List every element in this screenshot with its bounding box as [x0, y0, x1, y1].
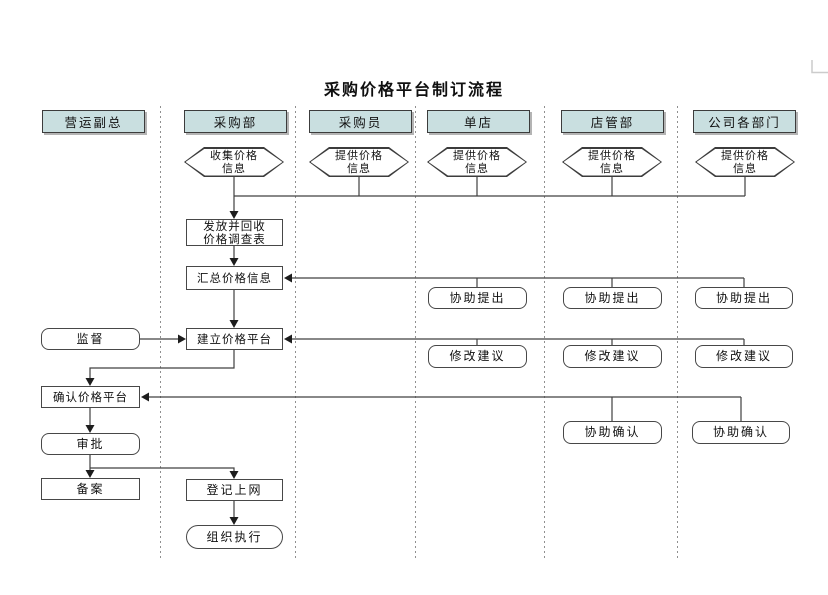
node-summarize-price-info: 汇总价格信息: [186, 266, 283, 290]
hexagon-shape: [696, 148, 794, 176]
hexagon-shape: [185, 148, 283, 176]
page-title: 采购价格平台制订流程: [323, 80, 504, 99]
hexagon-label: 提供价格 信息: [588, 149, 636, 175]
lane-header-store-mgmt-dept: 店管部: [561, 110, 664, 133]
hexagon-label: 提供价格 信息: [721, 149, 769, 175]
node-register-online: 登记上网: [186, 479, 283, 501]
lane-header-operations-vp: 营运副总: [42, 110, 145, 133]
node-revise-suggest-store-mgmt: 修改建议: [563, 345, 662, 368]
hexagon-label: 提供价格 信息: [453, 149, 501, 175]
page-corner-mark: [811, 60, 828, 74]
hexagon-shape: [563, 148, 661, 176]
node-revise-suggest-single-store: 修改建议: [428, 345, 527, 368]
lane-header-single-store: 单店: [427, 110, 530, 133]
hexagon-collect-price-info: 收集价格 信息: [184, 147, 284, 177]
hexagon-provide-price-info-company-depts: 提供价格 信息: [695, 147, 795, 177]
hexagon-provide-price-info-purchaser: 提供价格 信息: [309, 147, 409, 177]
node-file-record: 备案: [41, 478, 140, 500]
node-build-price-platform: 建立价格平台: [186, 328, 283, 350]
node-confirm-price-platform: 确认价格平台: [41, 386, 140, 408]
lane-header-company-depts: 公司各部门: [693, 110, 796, 133]
lane-header-purchasing-dept: 采购部: [184, 110, 287, 133]
node-organize-execute: 组织执行: [186, 525, 283, 549]
hexagon-provide-price-info-single-store: 提供价格 信息: [427, 147, 527, 177]
node-approve: 审批: [41, 433, 140, 455]
node-assist-propose-store-mgmt: 协助提出: [563, 287, 662, 309]
node-distribute-collect-survey: 发放并回收 价格调查表: [186, 219, 283, 246]
hexagon-label: 提供价格 信息: [335, 149, 383, 175]
hexagon-shape: [310, 148, 408, 176]
node-revise-suggest-company-depts: 修改建议: [695, 345, 793, 368]
node-assist-confirm-company-depts: 协助确认: [692, 421, 790, 444]
node-assist-confirm-store-mgmt: 协助确认: [563, 421, 662, 444]
hexagon-shape: [428, 148, 526, 176]
node-assist-propose-single-store: 协助提出: [428, 287, 527, 309]
lane-header-purchaser: 采购员: [309, 110, 412, 133]
node-assist-propose-company-depts: 协助提出: [695, 287, 793, 309]
hexagon-provide-price-info-store-mgmt: 提供价格 信息: [562, 147, 662, 177]
node-supervise: 监督: [41, 328, 140, 350]
hexagon-label: 收集价格 信息: [210, 149, 258, 175]
